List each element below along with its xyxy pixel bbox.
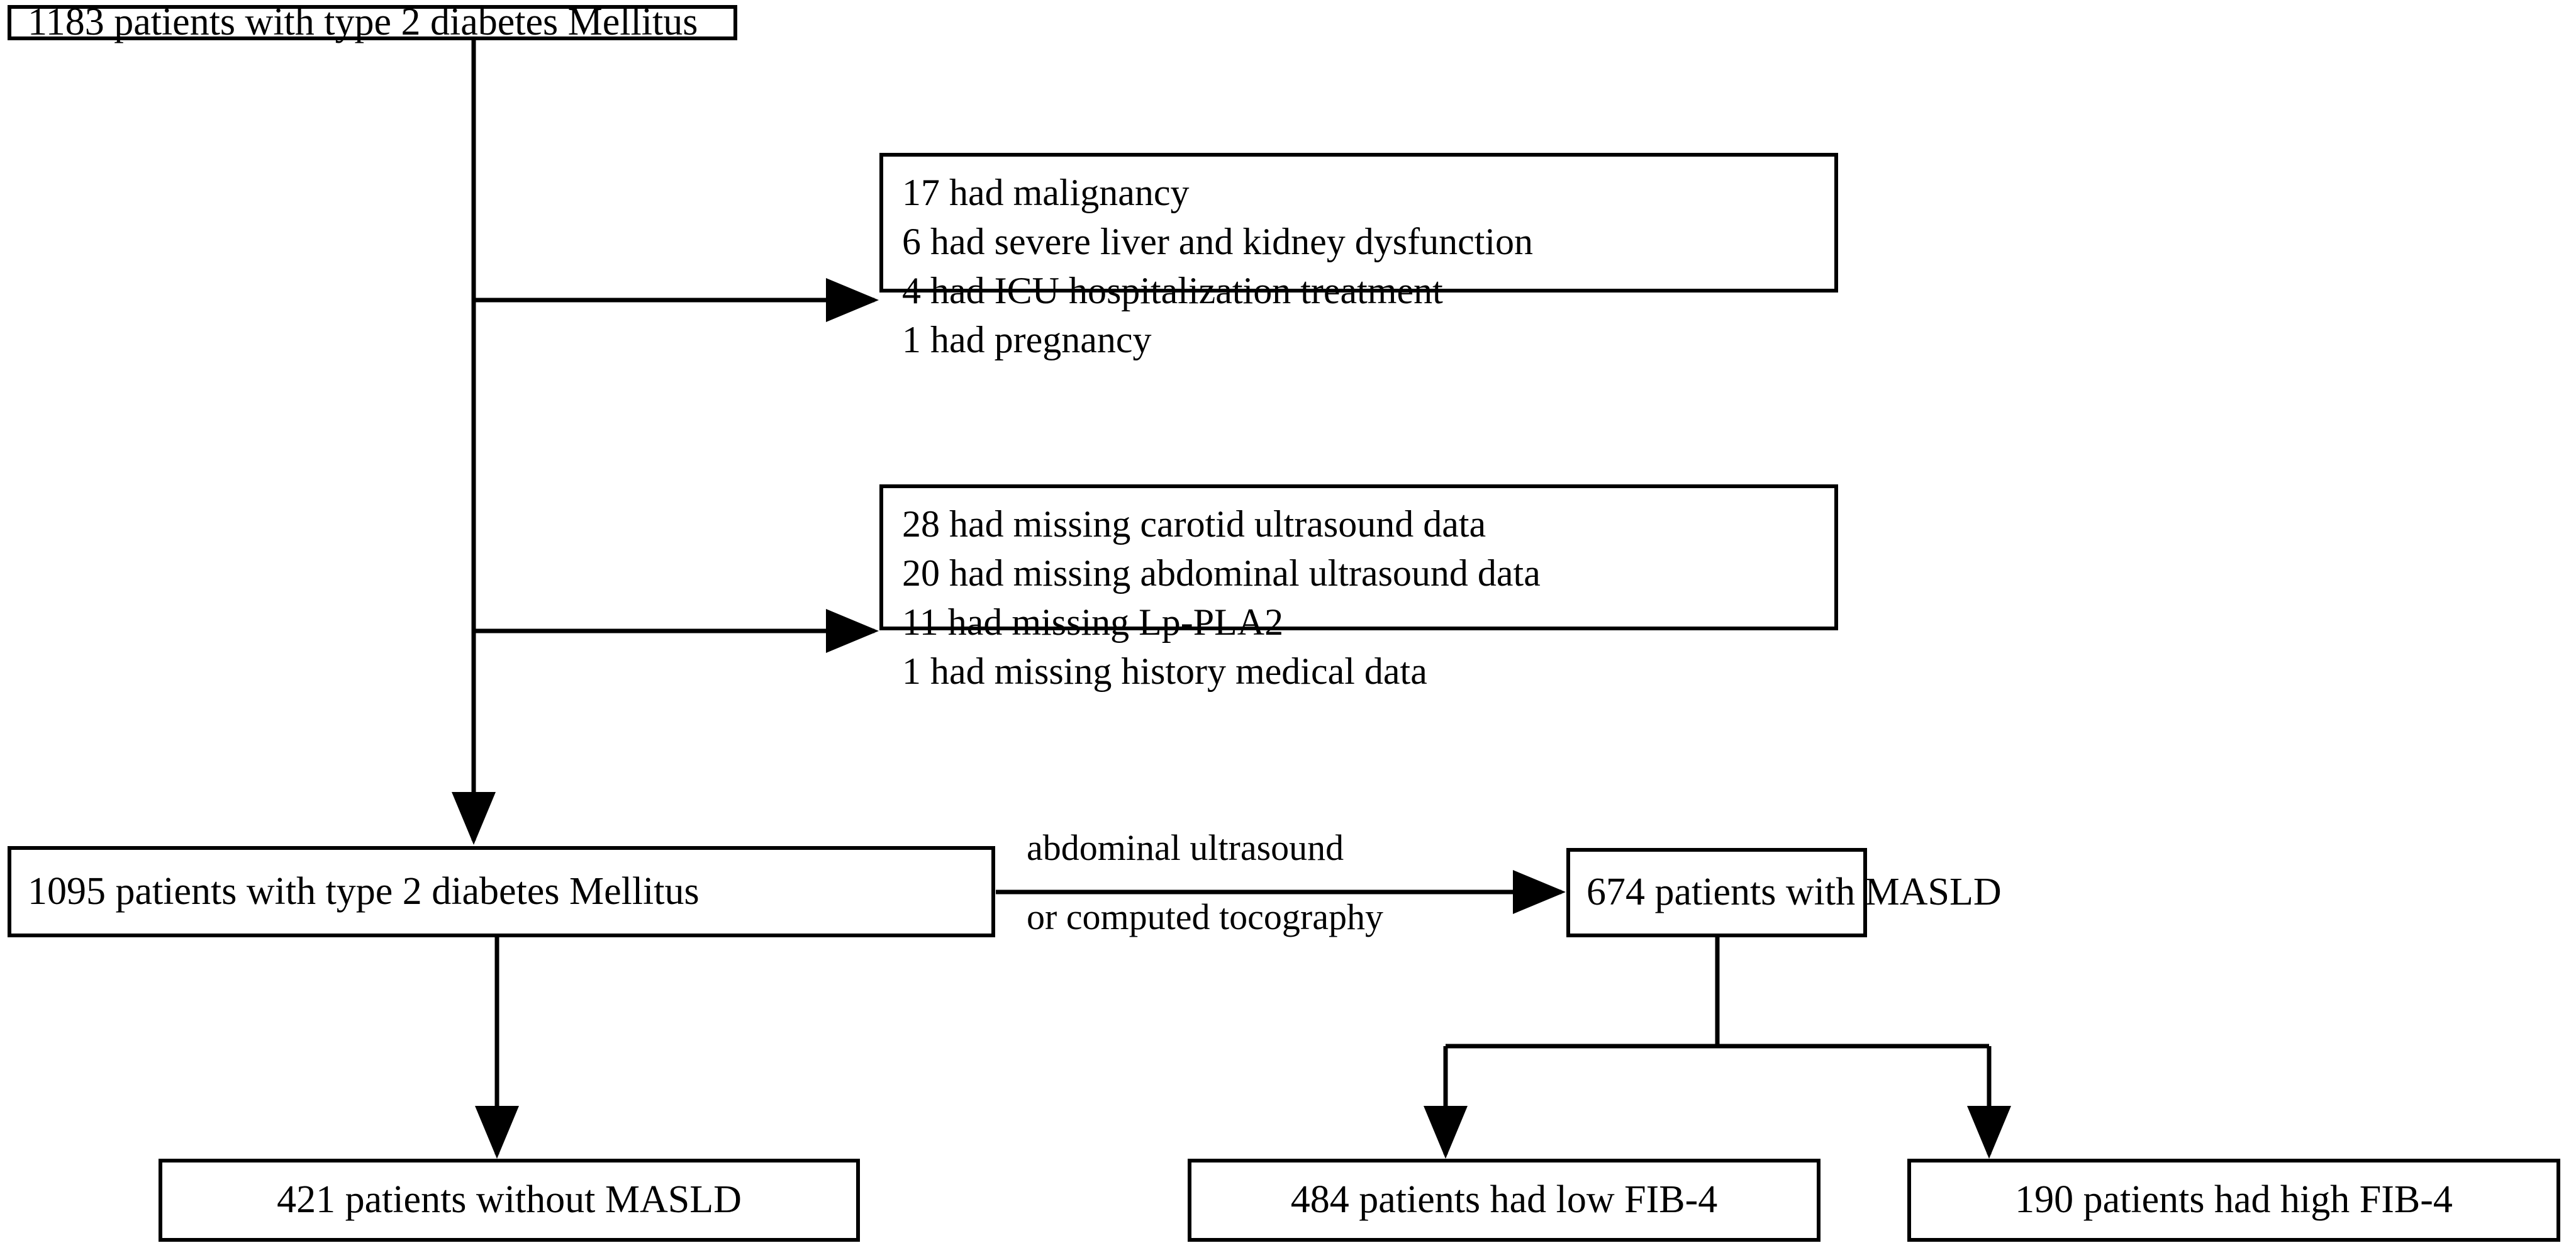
node-cohort-initial[interactable]: 1183 patients with type 2 diabetes Melli…	[8, 1, 737, 44]
exclusion-criteria-line-1: 17 had malignancy	[902, 172, 1190, 213]
edge-label-line-2: or computed tocography	[1027, 896, 1383, 938]
node-fib4-high[interactable]: 190 patients had high FIB-4	[1907, 1159, 2560, 1242]
cohort-eligible-label: 1095 patients with type 2 diabetes Melli…	[28, 869, 700, 913]
node-exclusion-criteria[interactable]: 17 had malignancy 6 had severe liver and…	[879, 153, 1838, 360]
exclusion-criteria-line-4: 1 had pregnancy	[902, 319, 1152, 360]
exclusion-criteria-line-3: 4 had ICU hospitalization treatment	[902, 270, 1443, 311]
cohort-initial-label: 1183 patients with type 2 diabetes Melli…	[28, 1, 698, 44]
node-exclusion-missing-data[interactable]: 28 had missing carotid ultrasound data 2…	[879, 484, 1838, 692]
exclusion-missing-data-line-3: 11 had missing Lp-PLA2	[902, 601, 1284, 643]
masld-positive-label: 674 patients with MASLD	[1586, 871, 2002, 914]
node-masld-positive[interactable]: 674 patients with MASLD	[1566, 848, 2002, 937]
fib4-low-label: 484 patients had low FIB-4	[1290, 1178, 1718, 1222]
fib4-high-label: 190 patients had high FIB-4	[2015, 1178, 2453, 1222]
node-masld-negative[interactable]: 421 patients without MASLD	[159, 1159, 860, 1242]
exclusion-criteria-line-2: 6 had severe liver and kidney dysfunctio…	[902, 221, 1534, 262]
exclusion-missing-data-line-1: 28 had missing carotid ultrasound data	[902, 503, 1486, 545]
exclusion-missing-data-line-2: 20 had missing abdominal ultrasound data	[902, 552, 1541, 594]
exclusion-missing-data-line-4: 1 had missing history medical data	[902, 650, 1427, 692]
node-fib4-low[interactable]: 484 patients had low FIB-4	[1188, 1159, 1820, 1242]
edge-label-line-1: abdominal ultrasound	[1027, 827, 1344, 868]
edge-label-masld-assessment: abdominal ultrasound or computed tocogra…	[1027, 827, 1383, 938]
node-cohort-eligible[interactable]: 1095 patients with type 2 diabetes Melli…	[8, 846, 995, 937]
masld-negative-label: 421 patients without MASLD	[277, 1178, 742, 1222]
